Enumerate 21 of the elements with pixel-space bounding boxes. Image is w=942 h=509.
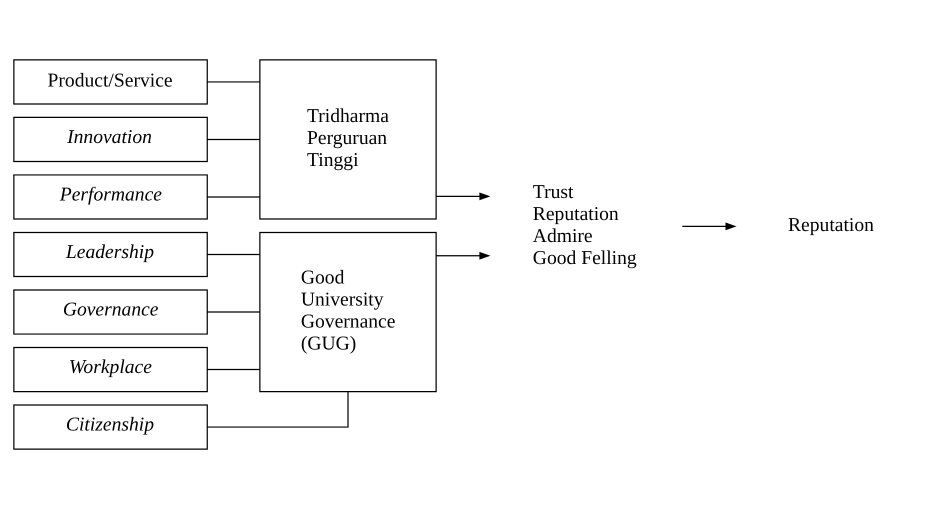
node-box: Citizenship (13, 404, 208, 450)
node-box: Product/Service (13, 59, 208, 105)
arrow (682, 222, 737, 230)
connector (207, 81, 260, 83)
arrow (436, 252, 490, 260)
connector (207, 138, 260, 140)
connector (207, 196, 260, 198)
node-box: Good University Governance (GUG) (259, 232, 437, 392)
node-box: Tridharma Perguruan Tinggi (259, 59, 437, 220)
connector (207, 311, 260, 313)
connector (207, 392, 349, 428)
connector (207, 254, 260, 256)
connector (207, 368, 260, 370)
node-box: Performance (13, 174, 208, 220)
node-text: Reputation (788, 215, 874, 236)
arrow (436, 192, 490, 200)
node-box: Innovation (13, 116, 208, 162)
node-box: Workplace (13, 346, 208, 392)
node-text: Trust Reputation Admire Good Felling (532, 182, 637, 270)
node-box: Leadership (13, 232, 208, 278)
node-box: Governance (13, 289, 208, 335)
